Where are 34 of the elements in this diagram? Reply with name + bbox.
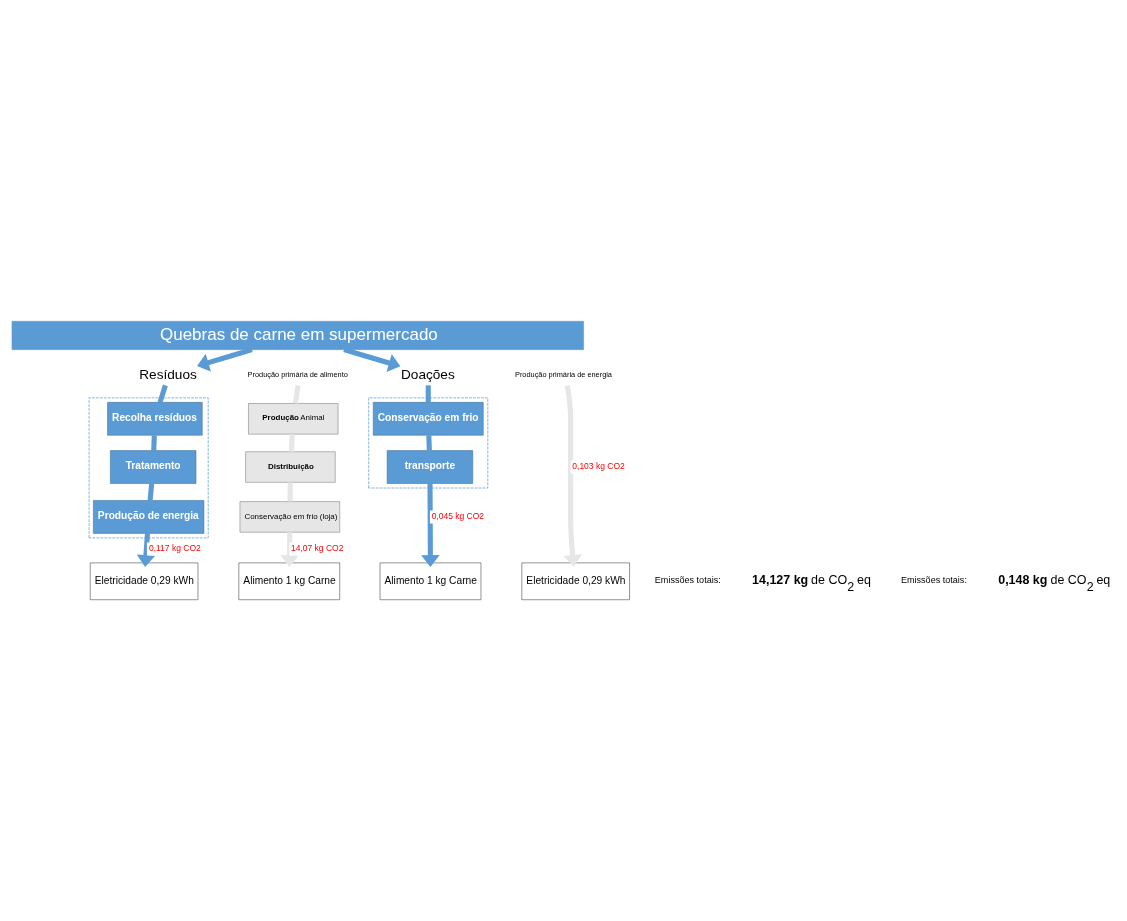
node-box: Produção de energia xyxy=(93,500,205,534)
edge-label: 0,103 kg CO2 xyxy=(572,461,625,472)
node-box: transporte xyxy=(386,450,474,484)
connector xyxy=(426,435,432,451)
node-box: Quebras de carne em supermercado xyxy=(11,321,584,350)
edge-label: 0,045 kg CO2 xyxy=(431,511,485,522)
connector xyxy=(288,434,295,452)
connector xyxy=(292,385,301,404)
arrow xyxy=(280,532,299,567)
arrow xyxy=(563,385,582,567)
arrow xyxy=(421,483,440,567)
edge-label: 14,07 kg CO2 xyxy=(290,543,344,554)
connector xyxy=(157,384,168,404)
arrow xyxy=(136,533,156,567)
node-box: Conservação em frio xyxy=(372,402,484,436)
node-box: Eletricidade 0,29 kWh xyxy=(89,562,199,600)
node-box: Tratamento xyxy=(110,450,197,484)
node-box: Alimento 1 kg Carne xyxy=(238,562,341,600)
connector xyxy=(425,385,431,403)
node-box: Eletricidade 0,29 kWh xyxy=(521,562,630,600)
node-text: Resíduos xyxy=(139,366,197,382)
connector xyxy=(151,435,157,451)
node-text: Doações xyxy=(401,366,455,382)
label: Emissões totais: xyxy=(900,575,967,586)
label: Emissões totais: xyxy=(654,575,721,586)
cluster xyxy=(368,397,489,489)
node-box: Alimento 1 kg Carne xyxy=(379,562,482,600)
edge-label: 0,117 kg CO2 xyxy=(148,543,201,554)
cluster xyxy=(88,397,209,539)
connector xyxy=(287,482,293,502)
node-box: Recolha resíduos xyxy=(107,402,203,436)
arrow xyxy=(343,347,401,372)
connector xyxy=(147,483,155,501)
arrow xyxy=(197,347,253,372)
